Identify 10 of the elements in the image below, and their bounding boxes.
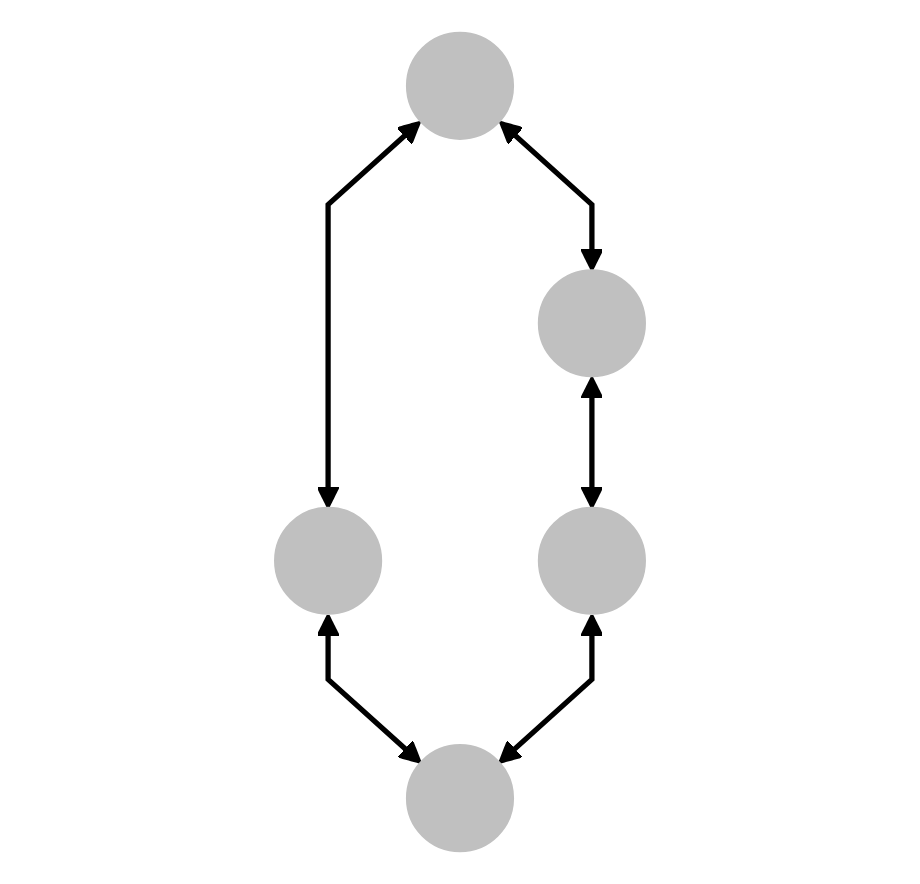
node-circle (405, 31, 515, 140)
arrow (316, 120, 422, 509)
node-circle (274, 506, 383, 615)
node-circle (405, 744, 515, 853)
arrow (316, 613, 422, 764)
node-circle (537, 506, 646, 615)
node-circle (537, 269, 646, 378)
arrow (498, 613, 604, 764)
arrow (580, 376, 604, 509)
arrow (498, 120, 604, 272)
